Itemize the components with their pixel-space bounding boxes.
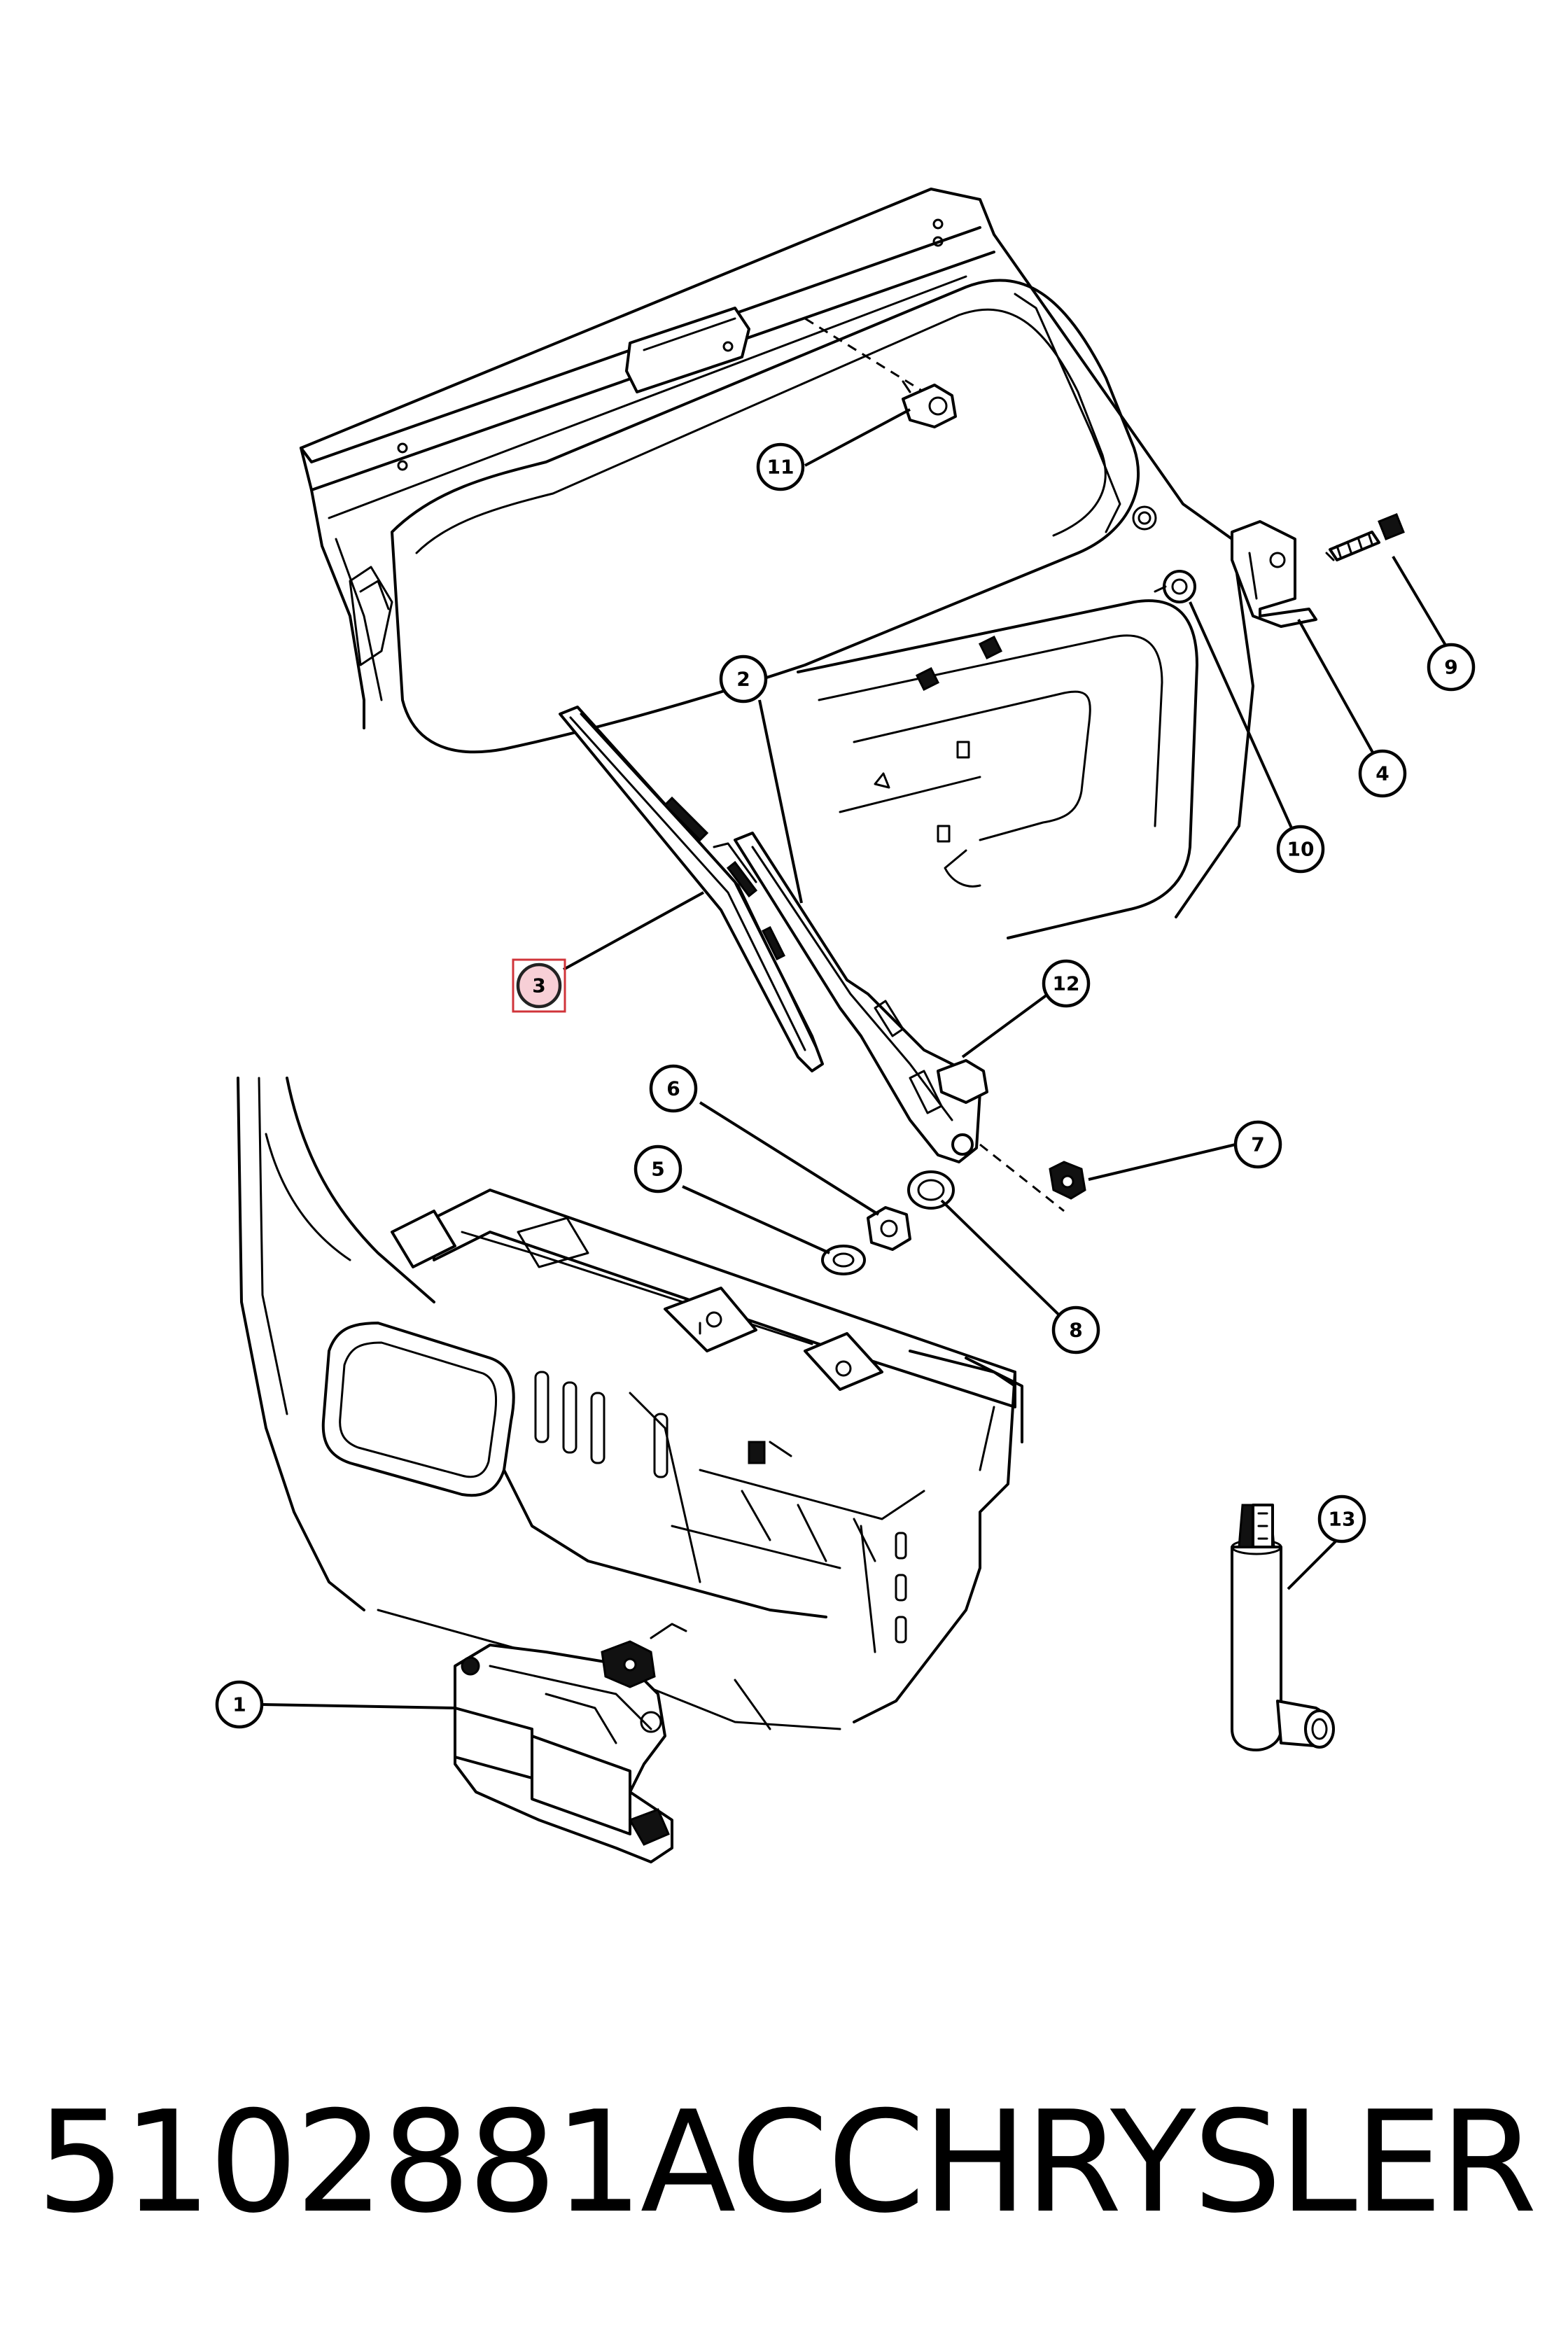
footer: 5102881AC CHRYSLER xyxy=(0,2072,1568,2254)
liftgate-outline xyxy=(300,188,1254,939)
brand-name: CHRYSLER xyxy=(827,2081,1537,2244)
callout-11[interactable]: 11 xyxy=(756,442,805,491)
part-12-wiper-arm xyxy=(734,832,1065,1212)
part-3-wiper-blade xyxy=(559,706,824,1072)
callout-label: 10 xyxy=(1287,838,1315,861)
callout-label: 4 xyxy=(1376,762,1389,785)
callout-label: 9 xyxy=(1444,656,1457,679)
part-1-wiper-motor xyxy=(454,1623,687,1863)
callout-7[interactable]: 7 xyxy=(1233,1120,1282,1169)
callout-13[interactable]: 13 xyxy=(1317,1494,1366,1544)
callout-label: 3 xyxy=(532,974,545,997)
part-11-clip xyxy=(902,380,957,428)
leader-10 xyxy=(1189,601,1300,844)
callout-label: 1 xyxy=(232,1693,246,1716)
leader-6 xyxy=(699,1101,880,1216)
part-6-nut xyxy=(867,1206,911,1251)
leader-1 xyxy=(262,1703,456,1709)
callout-5[interactable]: 5 xyxy=(634,1144,682,1194)
callout-12[interactable]: 12 xyxy=(1042,959,1091,1008)
leader-3 xyxy=(563,891,704,971)
leader-11 xyxy=(804,408,911,467)
callout-label: 6 xyxy=(666,1077,680,1100)
callout-8[interactable]: 8 xyxy=(1051,1306,1100,1354)
part-7-nut xyxy=(1049,1161,1086,1200)
callout-6[interactable]: 6 xyxy=(649,1064,698,1113)
leader-lines xyxy=(262,408,1450,1709)
part-number: 5102881AC xyxy=(36,2081,829,2244)
part-8-bezel xyxy=(907,1170,955,1210)
callout-label: 8 xyxy=(1069,1319,1082,1342)
part-9-screw xyxy=(1325,513,1405,561)
leader-9 xyxy=(1392,555,1450,652)
part-4-bracket xyxy=(1231,520,1317,628)
leader-2 xyxy=(758,699,803,904)
leader-8 xyxy=(940,1199,1076,1331)
callout-label: 7 xyxy=(1251,1133,1264,1156)
callout-label: 13 xyxy=(1329,1508,1356,1531)
callout-label: 12 xyxy=(1053,972,1080,995)
lower-liftgate-body xyxy=(237,1077,1023,1730)
callout-3[interactable]: 3 xyxy=(512,958,566,1013)
part-13-washer-pump xyxy=(1231,1504,1335,1751)
leader-7 xyxy=(1088,1143,1236,1181)
callout-4[interactable]: 4 xyxy=(1358,749,1407,798)
leader-4 xyxy=(1297,619,1384,771)
leader-13 xyxy=(1287,1539,1338,1590)
callout-2[interactable]: 2 xyxy=(719,654,768,704)
callout-10[interactable]: 10 xyxy=(1276,825,1325,874)
leader-12 xyxy=(961,991,1051,1058)
callout-label: 11 xyxy=(767,456,794,479)
part-5-washer xyxy=(821,1245,866,1275)
callout-label: 2 xyxy=(736,668,750,691)
callout-label: 5 xyxy=(651,1158,664,1181)
callout-1[interactable]: 1 xyxy=(215,1680,264,1729)
leader-5 xyxy=(682,1185,830,1254)
callout-9[interactable]: 9 xyxy=(1427,643,1476,692)
